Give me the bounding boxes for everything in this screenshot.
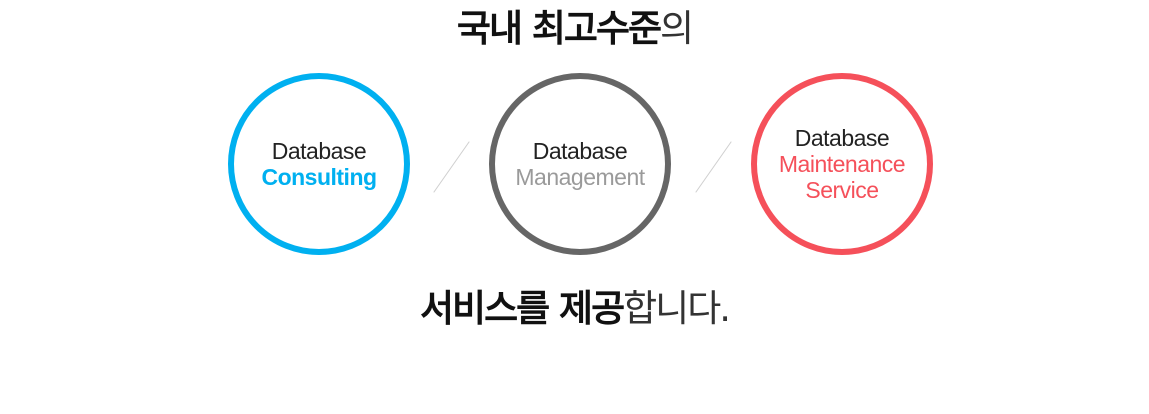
- divider-slash: [433, 141, 470, 193]
- headline-top-light: 의: [660, 7, 694, 50]
- circle-database-maintenance-service: Database Maintenance Service: [751, 73, 933, 255]
- circle-maintenance-line2b: Service: [805, 177, 879, 203]
- divider-slash: [695, 141, 732, 193]
- circle-consulting-line1: Database: [271, 138, 367, 164]
- headline-bottom: 서비스를 제공합니다.: [0, 285, 1149, 333]
- headline-bottom-light: 합니다.: [623, 287, 731, 330]
- headline-top-strong: 국내 최고수준: [456, 7, 662, 50]
- headline-bottom-strong: 서비스를 제공: [419, 287, 625, 330]
- circle-database-consulting: Database Consulting: [228, 73, 410, 255]
- circle-database-management: Database Management: [489, 73, 671, 255]
- headline-top: 국내 최고수준의: [0, 6, 1149, 52]
- circle-management-line2: Management: [515, 164, 645, 190]
- circle-maintenance-line2a: Maintenance: [778, 151, 906, 177]
- circle-management-line1: Database: [532, 138, 628, 164]
- circle-maintenance-line1: Database: [794, 125, 890, 151]
- circle-consulting-line2: Consulting: [261, 164, 377, 190]
